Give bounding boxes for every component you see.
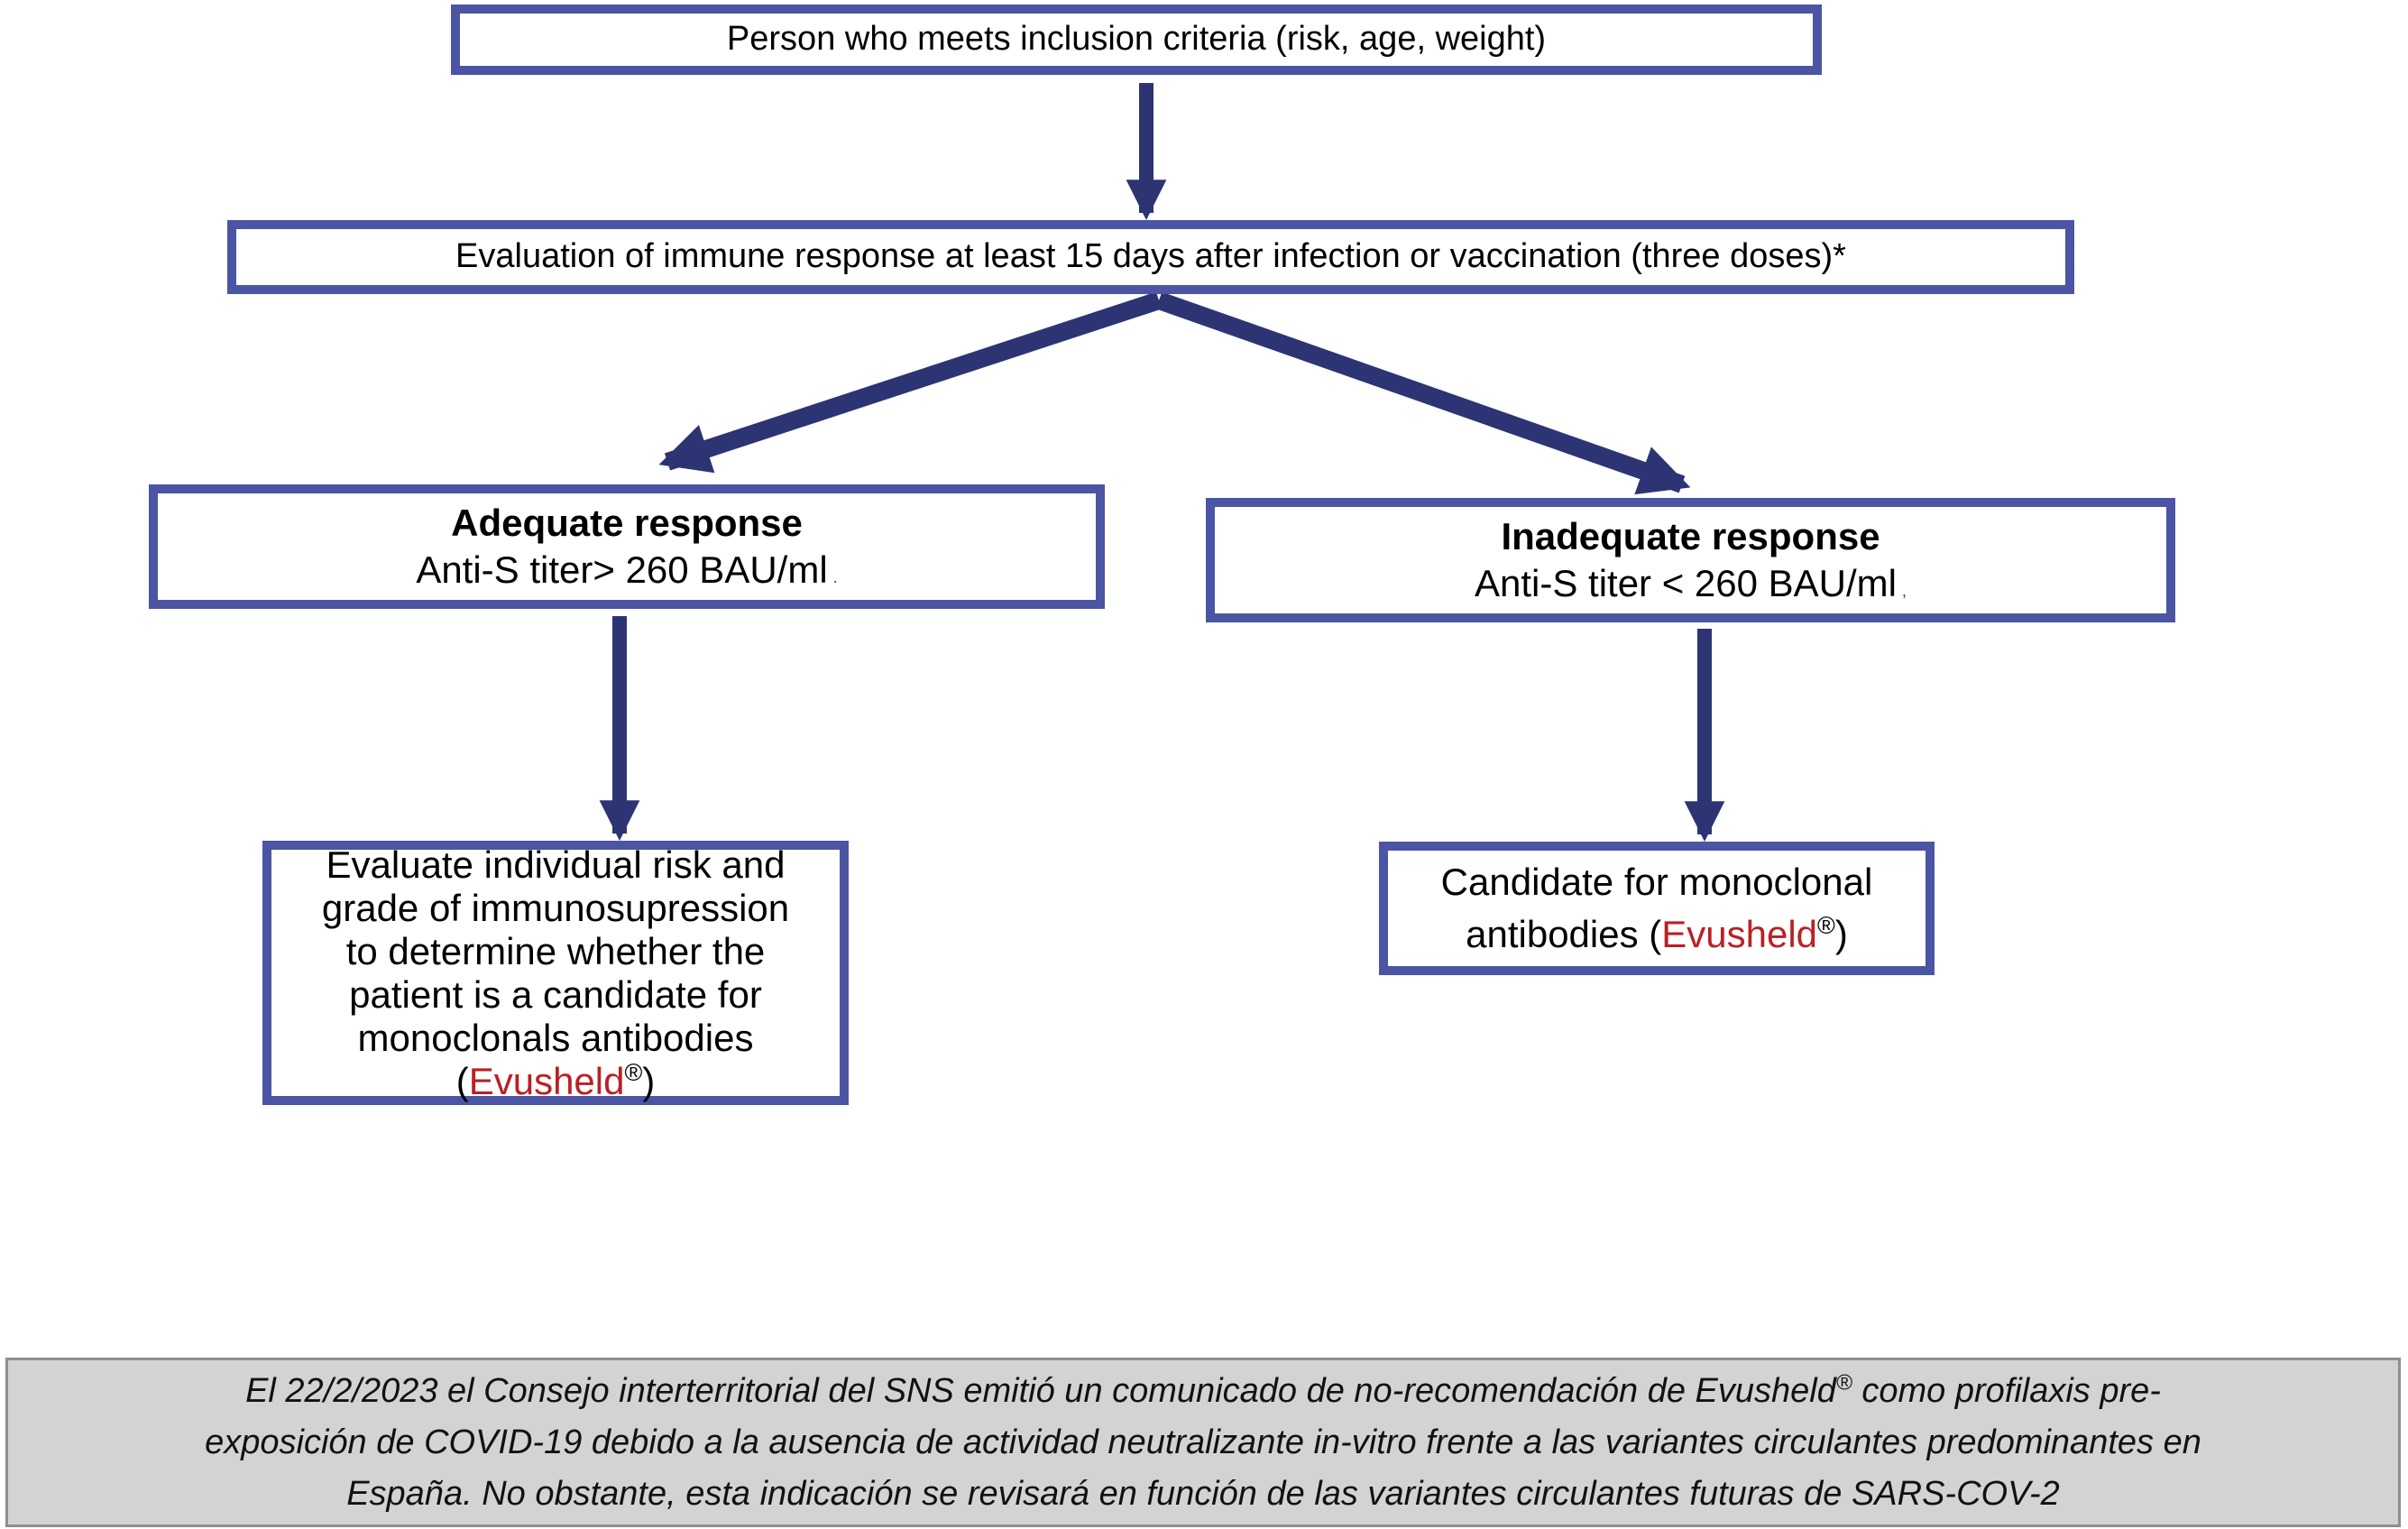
arrow-evaluation-to-inadequate bbox=[1155, 291, 1691, 495]
inadequate-response-title: Inadequate response bbox=[1501, 514, 1880, 557]
candidate-line2: antibodies (Evusheld®) bbox=[1466, 908, 1848, 961]
footnote-bar: El 22/2/2023 el Consejo interterritorial… bbox=[5, 1358, 2401, 1527]
candidate-line2-suffix: ) bbox=[1834, 913, 1848, 955]
adequate-threshold-text: Anti-S titer> 260 BAU/ml bbox=[416, 548, 828, 591]
evaluate-risk-line: Evaluate individual risk and bbox=[326, 843, 786, 886]
inadequate-response-subtitle: Anti-S titer < 260 BAU/ml, bbox=[1475, 560, 1907, 608]
box-adequate-response: Adequate response Anti-S titer> 260 BAU/… bbox=[149, 484, 1105, 609]
box-candidate-monoclonal: Candidate for monoclonal antibodies (Evu… bbox=[1379, 842, 1935, 975]
box-inadequate-response: Inadequate response Anti-S titer < 260 B… bbox=[1206, 498, 2175, 622]
evusheld-drug-name: Evusheld bbox=[1661, 913, 1818, 955]
registered-trademark-symbol: ® bbox=[1835, 1369, 1852, 1395]
box-immune-evaluation: Evaluation of immune response at least 1… bbox=[227, 220, 2074, 294]
candidate-line1: Candidate for monoclonal bbox=[1440, 861, 1873, 903]
inadequate-trailing-mark: , bbox=[1902, 582, 1907, 600]
box-evaluate-individual-risk: Evaluate individual risk and grade of im… bbox=[262, 841, 849, 1105]
inadequate-threshold-text: Anti-S titer < 260 BAU/ml bbox=[1474, 562, 1897, 604]
adequate-response-title: Adequate response bbox=[451, 501, 803, 544]
evusheld-drug-name: Evusheld bbox=[468, 1059, 625, 1102]
registered-trademark-symbol: ® bbox=[624, 1058, 643, 1086]
footnote-line2: exposición de COVID-19 debido a la ausen… bbox=[205, 1423, 2201, 1461]
evaluate-risk-drug-line: (Evusheld®) bbox=[456, 1060, 656, 1103]
candidate-line2-prefix: antibodies ( bbox=[1466, 913, 1662, 955]
evaluate-risk-line: to determine whether the bbox=[345, 929, 766, 972]
box-inclusion-criteria-text: Person who meets inclusion criteria (ris… bbox=[726, 20, 1547, 59]
paren-close: ) bbox=[642, 1059, 656, 1102]
arrow-evaluation-to-adequate bbox=[658, 291, 1163, 474]
adequate-trailing-mark: . bbox=[832, 568, 838, 586]
evaluate-risk-line: monoclonals antibodies bbox=[357, 1016, 754, 1059]
paren-open: ( bbox=[455, 1059, 469, 1102]
evaluate-risk-line: patient is a candidate for bbox=[349, 972, 762, 1016]
footnote-line3: España. No obstante, esta indicación se … bbox=[346, 1474, 2060, 1513]
registered-trademark-symbol: ® bbox=[1817, 912, 1835, 939]
footnote-line1-text: El 22/2/2023 el Consejo interterritorial… bbox=[245, 1371, 1836, 1410]
footnote-line1-tail: como profilaxis pre- bbox=[1852, 1371, 2161, 1410]
box-immune-evaluation-text: Evaluation of immune response at least 1… bbox=[455, 237, 1846, 276]
adequate-response-subtitle: Anti-S titer> 260 BAU/ml. bbox=[416, 547, 837, 594]
footnote-line1: El 22/2/2023 el Consejo interterritorial… bbox=[245, 1366, 2161, 1417]
box-inclusion-criteria: Person who meets inclusion criteria (ris… bbox=[451, 5, 1822, 75]
evaluate-risk-line: grade of immunosupression bbox=[321, 886, 790, 929]
